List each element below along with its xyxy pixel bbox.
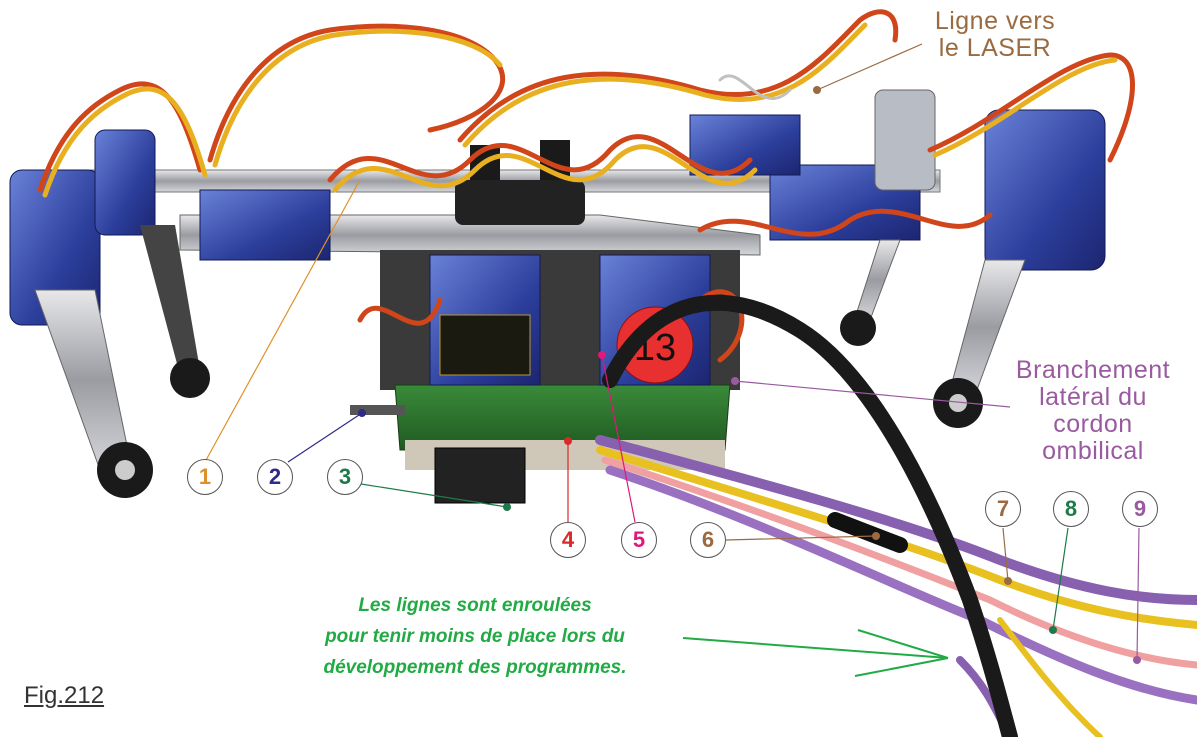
callout-3: 3 [327, 459, 363, 495]
side-connection-label-line: cordon [1053, 410, 1133, 438]
side-connection-label-line: latéral du [1039, 383, 1147, 411]
leg-bar-right-rear [854, 239, 901, 321]
side-connection-label: Branchement latéral du cordon ombilical [1008, 357, 1178, 465]
leader-dots [358, 86, 1141, 664]
coiled-lines-caption: Les lignes sont enroulées pour tenir moi… [270, 590, 680, 683]
side-pin [350, 405, 405, 415]
figure-label: Fig.212 [24, 682, 105, 709]
umbilical-cord [595, 294, 1197, 737]
laser-line-label-line: le LASER [938, 34, 1052, 62]
caption-line: pour tenir moins de place lors du [325, 626, 625, 647]
side-connection-label-line: Branchement [1015, 356, 1171, 384]
number-13-sticker [616, 306, 694, 384]
callout-8: 8 [1053, 491, 1089, 527]
servo-leg-left-rear [94, 129, 156, 236]
foot-left-rear [170, 358, 210, 398]
callout-6: 6 [690, 522, 726, 558]
caption-line: développement des programmes. [323, 657, 627, 678]
callout-1: 1 [187, 459, 223, 495]
caption-line: Les lignes sont enroulées [358, 595, 592, 616]
coiled-cables [37, 9, 1135, 363]
side-connection-label-line: ombilical [1042, 437, 1144, 465]
callout-4: 4 [550, 522, 586, 558]
servo-body [199, 189, 331, 261]
green-arrow [682, 629, 949, 677]
callout-9: 9 [1122, 491, 1158, 527]
laser-bracket [874, 89, 936, 191]
capacitor [455, 180, 585, 225]
laser-line-label: Ligne vers le LASER [920, 8, 1070, 62]
leg-bar-left-rear [140, 225, 200, 375]
servo-sticker [439, 314, 531, 376]
laser-line-label-line: Ligne vers [934, 7, 1056, 35]
callout-5: 5 [621, 522, 657, 558]
leg-bar-left [34, 289, 131, 471]
micro-switch [434, 447, 526, 504]
leader-lines [204, 43, 1140, 661]
callout-2: 2 [257, 459, 293, 495]
callout-7: 7 [985, 491, 1021, 527]
servo-leg-right [984, 109, 1106, 271]
foot-right-rear [840, 310, 876, 346]
